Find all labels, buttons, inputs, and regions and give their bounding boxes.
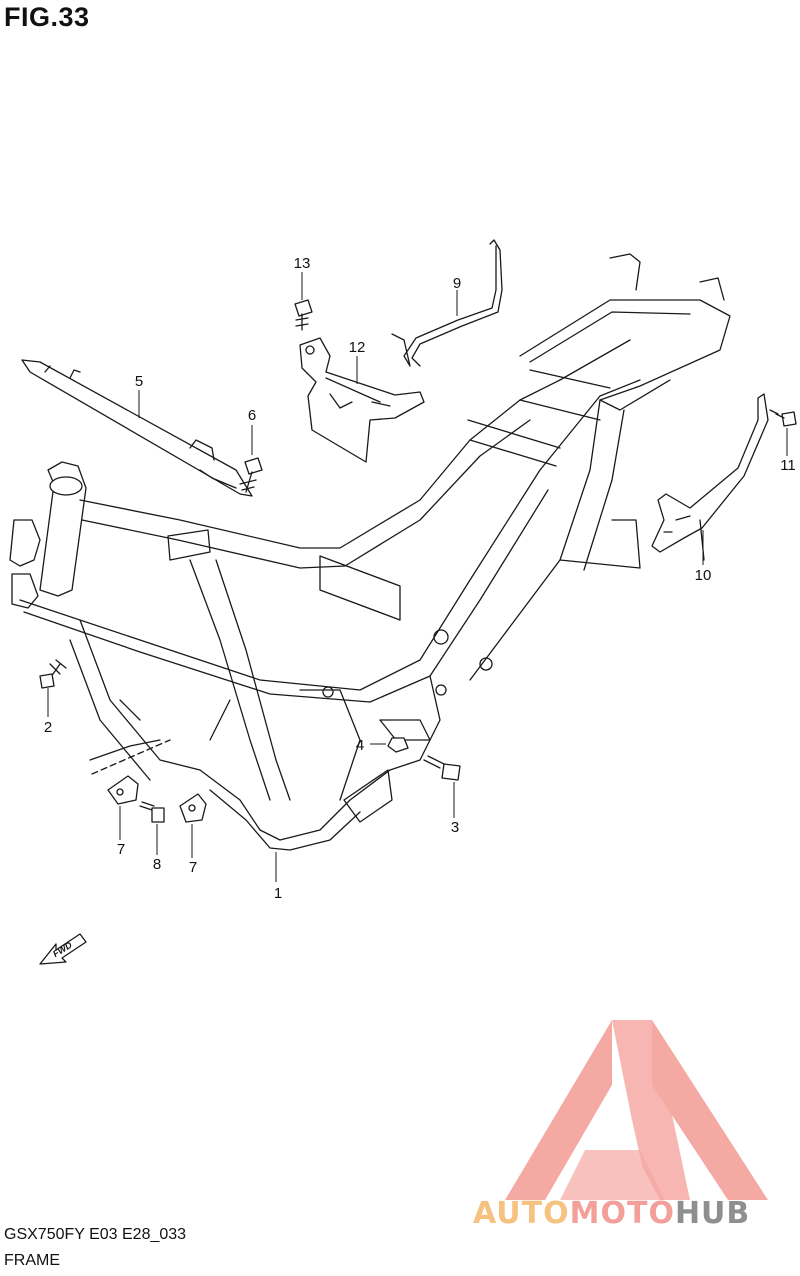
part-4-nut — [387, 737, 409, 753]
section-name: FRAME — [4, 1252, 60, 1269]
part-12-plate — [299, 337, 425, 463]
watermark-logo — [505, 1020, 768, 1200]
callout-5: 5 — [135, 373, 143, 390]
callout-6: 6 — [248, 407, 256, 424]
callout-1: 1 — [274, 885, 282, 902]
part-10-stay — [651, 393, 769, 561]
callout-labels: 1 2 3 4 5 6 7 7 8 9 10 11 12 13 — [44, 255, 796, 902]
part-13-bolt — [294, 299, 313, 331]
part-6-bolt — [239, 457, 263, 493]
model-code: GSX750FY E03 E28_033 — [4, 1226, 187, 1243]
fwd-arrow-icon: FWD — [39, 933, 87, 965]
callout-9: 9 — [453, 275, 461, 292]
watermark-hub: HUB — [674, 1196, 751, 1231]
callout-11: 11 — [780, 457, 796, 474]
part-8-bolt — [139, 801, 165, 823]
callout-13: 13 — [294, 255, 311, 272]
part-7-bracket-b — [179, 793, 207, 823]
watermark-wordmark: AUTOMOTOHUB — [473, 1196, 750, 1231]
callout-8: 8 — [153, 856, 161, 873]
callout-2: 2 — [44, 719, 52, 736]
part-11-bolt — [769, 409, 797, 427]
callout-7b: 7 — [189, 859, 197, 876]
callout-10: 10 — [695, 567, 712, 584]
part-2-bolt — [39, 659, 67, 689]
part-5-bracket — [21, 359, 253, 497]
part-1-main-frame — [9, 253, 731, 851]
watermark-auto: AUTO — [473, 1196, 570, 1231]
leader-lines — [47, 272, 788, 882]
watermark-moto: MOTO — [569, 1196, 675, 1231]
callout-7a: 7 — [117, 841, 125, 858]
figure-title: FIG.33 — [4, 2, 90, 32]
part-3-bolt — [423, 755, 461, 781]
part-7-bracket-a — [107, 775, 139, 805]
part-9-stay — [391, 239, 503, 367]
callout-3: 3 — [451, 819, 459, 836]
callout-4: 4 — [356, 737, 364, 754]
callout-12: 12 — [349, 339, 366, 356]
